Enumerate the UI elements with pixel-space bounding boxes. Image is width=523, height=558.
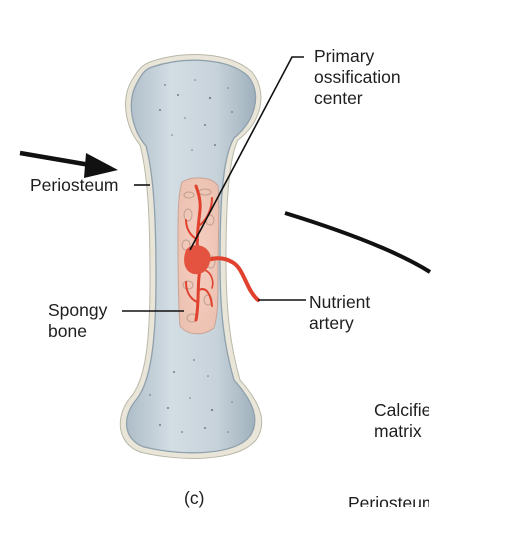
- label-periosteum: Periosteum: [30, 175, 119, 195]
- label-line: Primary: [314, 46, 375, 66]
- leader-lines: [122, 56, 306, 312]
- label-line: Nutrient: [309, 292, 371, 312]
- label-spongy-bone: Spongy bone: [48, 300, 107, 342]
- label-calcified-matrix: Calcified matrix: [372, 400, 429, 448]
- pointer-arrow: [19, 150, 118, 178]
- bone-speckles: [149, 79, 233, 433]
- label-line: Calcified: [374, 400, 429, 420]
- label-line: Spongy: [48, 300, 108, 320]
- panel-label: (c): [184, 488, 205, 508]
- label-line: bone: [48, 321, 87, 341]
- label-line: ossification: [314, 67, 401, 87]
- label-primary-ossification-center: Primary ossification center: [314, 46, 401, 109]
- label-line: Periosteum: [348, 493, 429, 507]
- label-nutrient-artery: Nutrient artery: [309, 292, 370, 334]
- label-line: artery: [309, 313, 354, 333]
- label-periosteum-cut: Periosteum: [346, 493, 429, 507]
- label-line: matrix: [374, 421, 422, 441]
- artery-blob: [184, 245, 211, 275]
- adjacent-bone-outline: [284, 211, 432, 274]
- label-line: center: [314, 88, 363, 108]
- leader-primary-ossification: [189, 56, 304, 251]
